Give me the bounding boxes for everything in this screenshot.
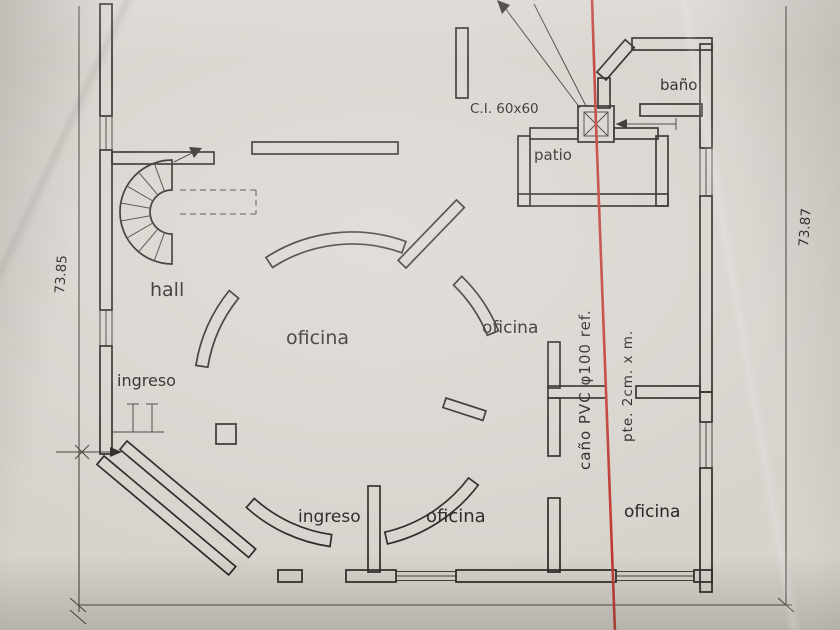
room-label-ingreso-bottom: ingreso xyxy=(298,507,361,527)
room-label-ingreso-left: ingreso xyxy=(117,371,176,390)
dimension-right: 73.87 xyxy=(796,208,815,248)
property-lines xyxy=(56,6,795,625)
room-label-oficina-bottom-right: oficina xyxy=(624,502,680,522)
dimension-left: 73.85 xyxy=(52,255,71,295)
hall-stair xyxy=(119,147,257,265)
inspection-chamber xyxy=(497,0,677,143)
room-label-oficina-bottom: oficina xyxy=(426,506,486,527)
pipe-slope-label: pte. 2cm. x m. xyxy=(620,330,636,442)
rotunda-arc-walls xyxy=(194,198,500,548)
leader-arrow-icon xyxy=(497,0,510,14)
dimension-arrow-icon xyxy=(616,119,627,129)
pipe-label: caño PVC φ100 ref. xyxy=(576,309,594,470)
room-label-oficina-right: oficina xyxy=(482,318,538,338)
pvc-pipe-line xyxy=(590,0,617,630)
building-walls xyxy=(95,3,713,593)
room-label-oficina-center: oficina xyxy=(286,327,349,349)
room-label-patio: patio xyxy=(534,146,572,164)
room-label-hall: hall xyxy=(150,279,184,301)
room-label-banio: baño xyxy=(660,76,697,94)
ci-label: C.I. 60x60 xyxy=(470,101,539,117)
entry-door-marks xyxy=(112,403,164,433)
boundary-arrow-icon xyxy=(110,447,122,457)
stair-direction-arrow-icon xyxy=(189,147,202,158)
